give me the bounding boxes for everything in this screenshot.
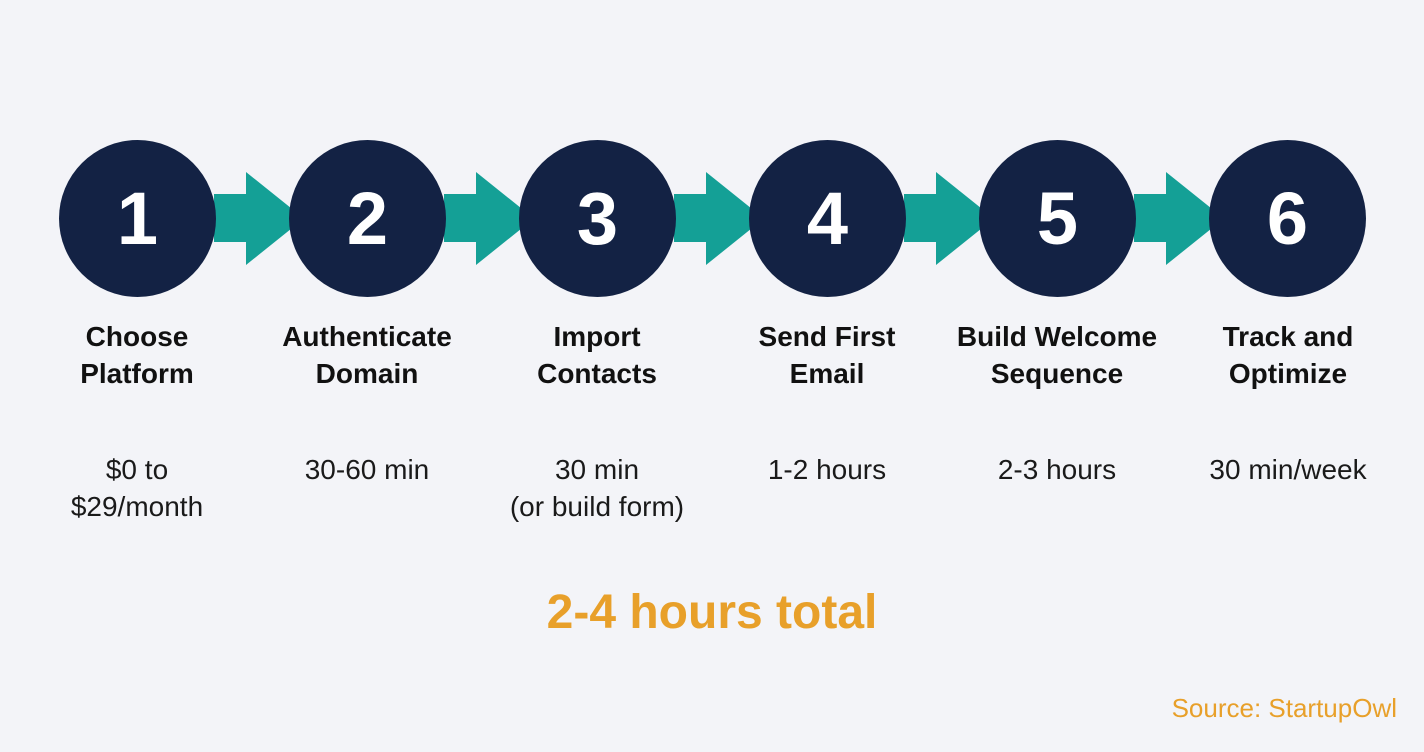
step-5-title: Build Welcome Sequence	[956, 321, 1158, 389]
step-6-title: Track and Optimize	[1222, 321, 1354, 389]
step-6-time: 30 min/week	[1209, 454, 1367, 485]
step-2-time: 30-60 min	[304, 454, 430, 485]
step-1-time: $0 to $29/month	[70, 454, 204, 522]
step-3-circle: 3	[519, 140, 676, 297]
step-1-number: 1	[116, 176, 159, 260]
step-1-title: Choose Platform	[80, 321, 194, 389]
step-5-time: 2-3 hours	[997, 454, 1117, 485]
arrow-1-to-2	[214, 172, 304, 265]
arrow-3-to-4	[674, 172, 764, 265]
step-4-circle: 4	[749, 140, 906, 297]
source-credit: Source: StartupOwl	[1171, 693, 1397, 723]
step-3-title: Import Contacts	[537, 321, 657, 389]
arrow-2-to-3	[444, 172, 534, 265]
arrow-5-to-6	[1134, 172, 1224, 265]
total-time: 2-4 hours total	[546, 586, 878, 639]
step-6-circle: 6	[1209, 140, 1366, 297]
step-4-time: 1-2 hours	[767, 454, 887, 485]
step-4-title: Send First Email	[758, 321, 896, 389]
step-5-circle: 5	[979, 140, 1136, 297]
step-3-time: 30 min (or build form)	[509, 454, 685, 522]
step-4-number: 4	[806, 176, 849, 260]
step-3-number: 3	[576, 176, 619, 260]
step-2-number: 2	[346, 176, 389, 260]
step-6-number: 6	[1266, 176, 1309, 260]
step-5-number: 5	[1036, 176, 1079, 260]
step-1-circle: 1	[59, 140, 216, 297]
arrow-4-to-5	[904, 172, 994, 265]
step-2-circle: 2	[289, 140, 446, 297]
step-2-title: Authenticate Domain	[282, 321, 452, 389]
